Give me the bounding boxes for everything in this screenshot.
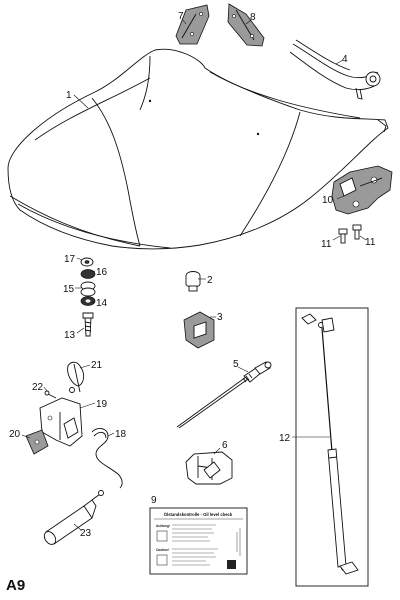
bonnet-panel	[7, 48, 389, 250]
callout-8: 8	[250, 12, 256, 23]
callout-11-right: 11	[365, 237, 376, 248]
page-code: A9	[6, 577, 25, 594]
callout-12: 12	[279, 433, 291, 444]
callout-22: 22	[32, 382, 44, 393]
wire-spring-18	[91, 428, 123, 489]
callout-15: 15	[63, 284, 75, 295]
callout-11-left: 11	[321, 239, 332, 250]
oil-check-label: Ölstandskontrolle - Oil level check Acht…	[149, 507, 248, 575]
callout-19: 19	[96, 399, 108, 410]
callout-2: 2	[207, 275, 213, 286]
callout-14: 14	[96, 298, 108, 309]
callout-7: 7	[178, 11, 184, 22]
nut-plate-20	[25, 429, 49, 455]
hinge-bracket-left	[175, 4, 210, 45]
gas-strut-12-frame	[295, 307, 369, 587]
adjuster-stack	[80, 257, 96, 337]
oil-label-title: Ölstandskontrolle - Oil level check	[164, 512, 233, 517]
bonnet-lock	[331, 165, 393, 215]
release-cable	[176, 361, 272, 429]
callout-13: 13	[64, 330, 76, 341]
catch-bracket	[185, 451, 233, 485]
callout-3: 3	[217, 312, 223, 323]
callout-18: 18	[115, 429, 127, 440]
hood-seal-strip	[289, 39, 381, 100]
pin-22	[44, 390, 57, 399]
callout-20: 20	[9, 429, 21, 440]
callout-23: 23	[80, 528, 92, 539]
callout-10: 10	[322, 195, 334, 206]
hinge-bracket-right	[227, 3, 265, 47]
callout-4: 4	[342, 54, 348, 65]
oil-label-achtung: Achtung!	[156, 524, 170, 528]
spring-21	[67, 361, 85, 393]
callout-21: 21	[91, 360, 103, 371]
clip	[183, 311, 215, 349]
oil-label-caution: Caution!	[156, 548, 169, 552]
lock-bolt-left	[338, 228, 348, 244]
callout-17: 17	[64, 254, 76, 265]
oil-label-side-code	[236, 528, 241, 556]
oil-label-english-lines	[172, 548, 218, 566]
oil-label-german-lines	[172, 524, 216, 542]
rubber-buffer	[185, 271, 201, 292]
callout-16: 16	[96, 267, 108, 278]
callout-9: 9	[151, 495, 157, 506]
gas-strut-23	[43, 490, 104, 545]
leader-lines	[21, 18, 367, 531]
lock-bolt-right	[352, 224, 362, 240]
callouts: 1 2 3 4 5 6 7 8 9 10 11 11 12 13 14 15 1…	[9, 11, 376, 539]
hinge-19	[39, 397, 83, 447]
callout-6: 6	[222, 440, 228, 451]
callout-5: 5	[233, 359, 239, 370]
callout-1: 1	[66, 90, 72, 101]
